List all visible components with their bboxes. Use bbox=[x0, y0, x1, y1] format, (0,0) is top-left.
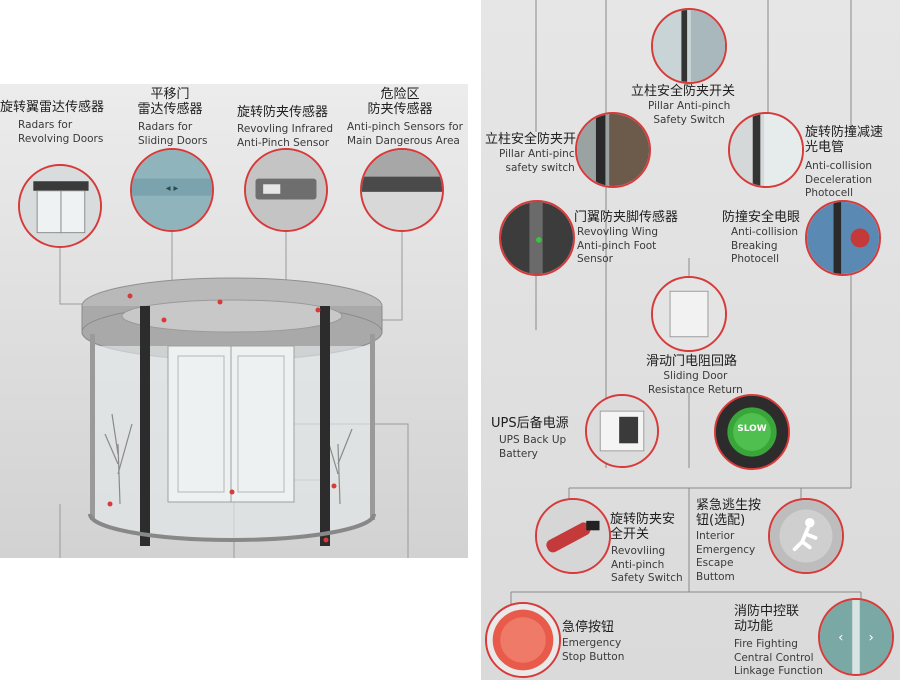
pillar-switch-left-en: Pillar Anti-pinch safety switch bbox=[499, 148, 582, 174]
revolving-switch-photo bbox=[535, 498, 611, 574]
pillar-switch-top-en: Pillar Anti-pinch Safety Switch bbox=[648, 100, 731, 126]
emergency-escape-en: Interior Emergency Escape Buttom bbox=[696, 530, 756, 583]
svg-text:›: › bbox=[869, 631, 874, 646]
label-sliding-radar-cn: 平移门 雷达传感器 bbox=[137, 87, 203, 117]
anti-collision-tube-photo bbox=[728, 112, 804, 188]
sliding-resistance-photo bbox=[651, 276, 727, 352]
anti-collision-tube-en: Anti-collision Deceleration Photocell bbox=[805, 160, 873, 199]
label-revolving-radar-en: Radars for Revolving Doors bbox=[18, 119, 104, 145]
pillar-switch-top-cn: 立柱安全防夹开关 bbox=[631, 84, 736, 99]
label-infrared-antipinch-cn: 旋转防夹传感器 bbox=[237, 105, 329, 120]
revolving-door-diagram: 旋转翼雷达传感器 Radars for Revolving Doors 平移门 … bbox=[0, 84, 468, 558]
emergency-stop-photo bbox=[485, 602, 561, 678]
label-revolving-radar-cn: 旋转翼雷达传感器 bbox=[0, 100, 105, 115]
anti-collision-eye-cn: 防撞安全电眼 bbox=[722, 210, 801, 225]
label-infrared-antipinch-en: Revovling Infrared Anti-Pinch Sensor bbox=[237, 123, 334, 149]
ups-cn: UPS后备电源 bbox=[491, 416, 569, 431]
pillar-switch-left-photo bbox=[575, 112, 651, 188]
sliding-radar-photo: ◂ ▸ bbox=[130, 148, 214, 232]
revolving-switch-en: Revovliing Anti-pinch Safety Switch bbox=[611, 545, 683, 584]
svg-text:‹: ‹ bbox=[838, 631, 843, 646]
slow-button-photo bbox=[714, 394, 790, 470]
infrared-sensor-photo bbox=[244, 148, 328, 232]
anti-collision-eye-en: Anti-collision Breaking Photocell bbox=[731, 226, 799, 265]
svg-text:◂ ▸: ◂ ▸ bbox=[166, 183, 179, 194]
safety-features-panel: 立柱安全防夹开关 Pillar Anti-pinch Safety Switch… bbox=[481, 0, 900, 680]
label-sliding-radar-en: Radars for Sliding Doors bbox=[138, 121, 208, 147]
danger-area-sensor-photo bbox=[360, 148, 444, 232]
slow-button-text: SLOW bbox=[737, 424, 767, 434]
emergency-escape-cn: 紧急逃生按 钮(选配) bbox=[696, 498, 762, 528]
sliding-resistance-cn: 滑动门电阻回路 bbox=[646, 354, 738, 369]
anti-collision-eye-photo bbox=[805, 200, 881, 276]
wing-foot-sensor-photo bbox=[499, 200, 575, 276]
fire-control-cn: 消防中控联 动功能 bbox=[734, 604, 800, 634]
sliding-resistance-en: Sliding Door Resistance Return bbox=[648, 370, 743, 396]
revolving-switch-cn: 旋转防夹安 全开关 bbox=[610, 512, 676, 542]
revolving-radar-photo bbox=[18, 164, 102, 248]
emergency-stop-en: Emergency Stop Button bbox=[562, 637, 625, 663]
wing-foot-sensor-cn: 门翼防夹脚传感器 bbox=[574, 210, 679, 225]
pillar-switch-left-cn: 立柱安全防夹开关 bbox=[485, 132, 590, 147]
pillar-switch-top-photo bbox=[651, 8, 727, 84]
ups-en: UPS Back Up Battery bbox=[499, 434, 567, 460]
label-danger-area-en: Anti-pinch Sensors for Main Dangerous Ar… bbox=[347, 121, 463, 147]
wing-foot-sensor-en: Revovling Wing Anti-pinch Foot Sensor bbox=[577, 226, 659, 265]
emergency-escape-photo bbox=[768, 498, 844, 574]
fire-control-en: Fire Fighting Central Control Linkage Fu… bbox=[734, 638, 823, 677]
label-danger-area-cn: 危险区 防夹传感器 bbox=[367, 87, 433, 117]
ups-battery-photo bbox=[585, 394, 659, 468]
emergency-stop-cn: 急停按钮 bbox=[562, 620, 615, 635]
fire-control-photo: ‹› bbox=[818, 598, 894, 676]
anti-collision-tube-cn: 旋转防撞减速 光电管 bbox=[805, 125, 884, 155]
